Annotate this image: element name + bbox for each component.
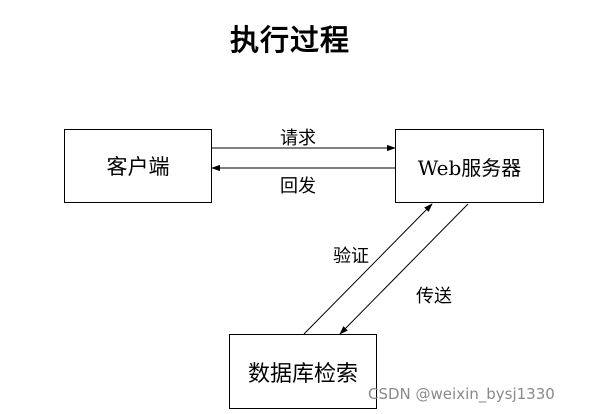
node-web-server-label: Web服务器 — [417, 155, 522, 180]
diagram-title: 执行过程 — [229, 23, 350, 57]
node-client: 客户端 — [64, 129, 212, 203]
edge-request-label: 请求 — [280, 128, 316, 149]
edge-reply-label: 回发 — [280, 176, 316, 197]
watermark-text: CSDN @weixin_bysj1330 — [368, 385, 555, 403]
node-database-lookup: 数据库检索 — [229, 334, 377, 409]
edge-send-label: 传送 — [416, 286, 452, 307]
node-client-label: 客户端 — [106, 155, 170, 179]
edge-send-arrow — [339, 203, 469, 335]
edge-verify-label: 验证 — [333, 246, 369, 267]
node-database-lookup-label: 数据库检索 — [247, 361, 358, 387]
node-web-server: Web服务器 — [395, 129, 544, 203]
edge-verify-arrow — [303, 203, 433, 335]
